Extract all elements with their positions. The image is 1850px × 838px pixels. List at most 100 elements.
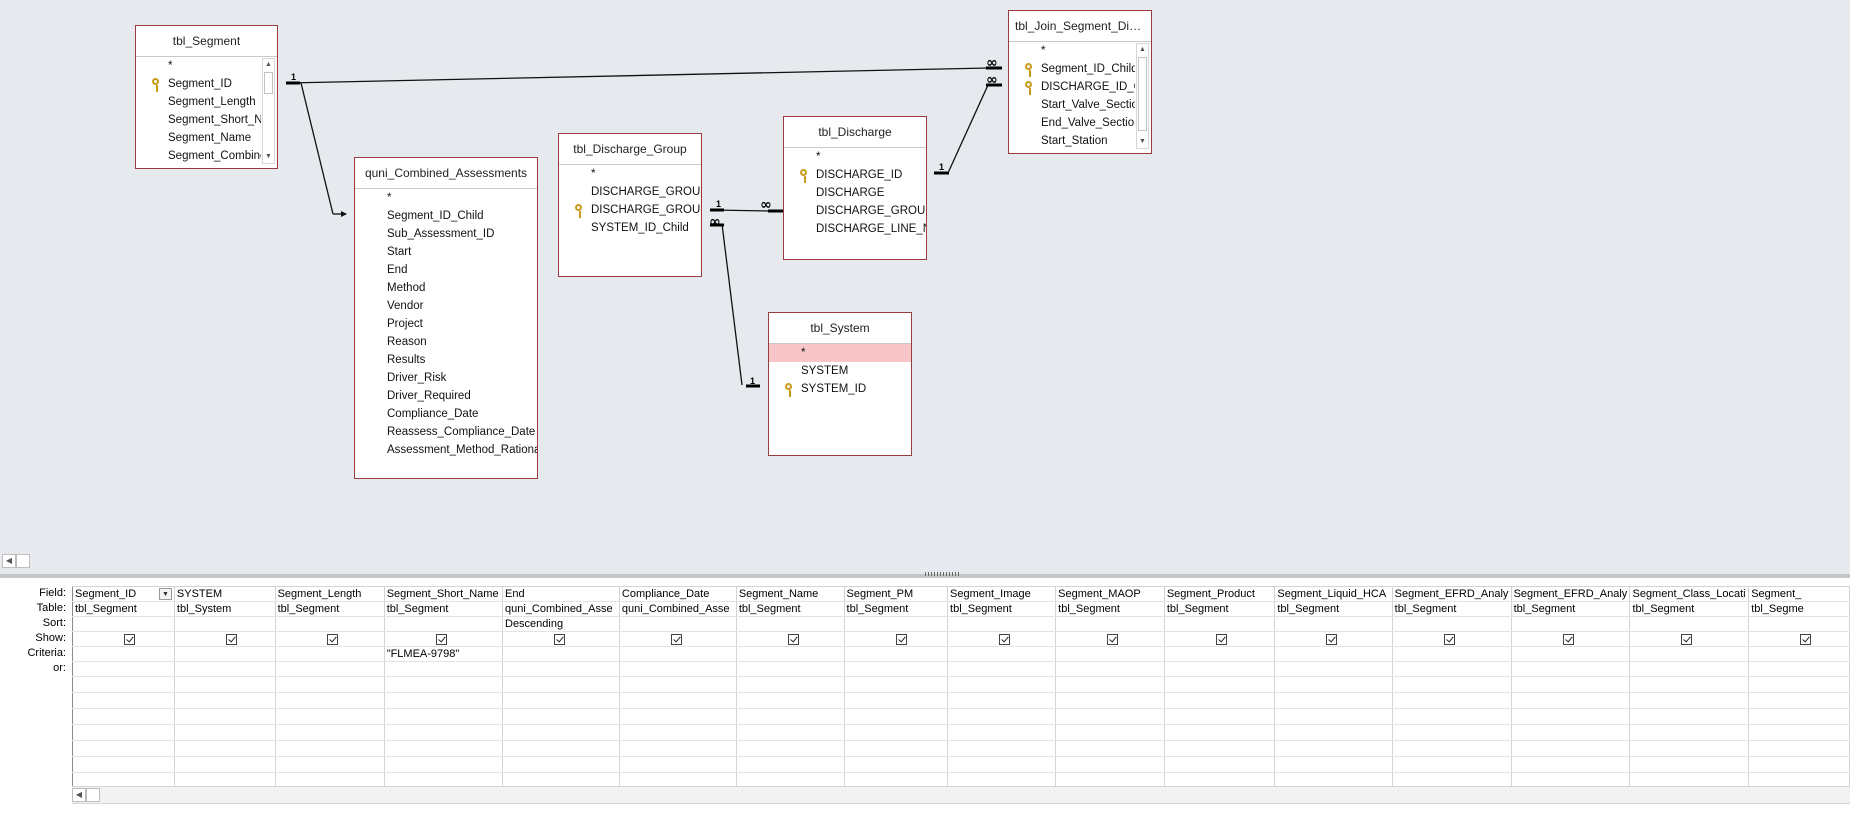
grid-cell-field[interactable]: Segment_Name (735, 586, 845, 602)
grid-cell-blank[interactable] (502, 724, 620, 741)
table-box-join-segment-discharge[interactable]: tbl_Join_Segment_Disc... * Segment_ID_Ch… (1008, 10, 1152, 154)
field-row[interactable]: DISCHARGE (816, 187, 885, 199)
grid-cell-blank[interactable] (383, 692, 504, 709)
show-checkbox[interactable] (124, 633, 135, 645)
grid-cell-table[interactable]: tbl_Segment (274, 601, 385, 617)
grid-cell-criteria[interactable] (1748, 646, 1850, 662)
grid-cell-show[interactable] (173, 631, 276, 647)
grid-cell-blank[interactable] (173, 724, 276, 741)
grid-cell-blank[interactable] (502, 756, 620, 773)
grid-cell-blank[interactable] (843, 740, 949, 757)
show-checkbox[interactable] (1562, 633, 1574, 645)
grid-cell-blank[interactable] (1391, 740, 1512, 757)
grid-cell-criteria[interactable] (1163, 646, 1276, 662)
splitter-grip-icon[interactable] (925, 572, 961, 576)
grid-cell-field[interactable]: Segment_MAOP (1055, 586, 1165, 602)
grid-cell-blank[interactable] (843, 724, 949, 741)
field-row[interactable]: DISCHARGE_GROUP_I (559, 201, 701, 219)
grid-cell-blank[interactable] (1391, 676, 1512, 693)
grid-cell-table[interactable]: tbl_Segment (1055, 601, 1165, 617)
grid-cell-blank[interactable] (947, 692, 1057, 709)
grid-cell-sort[interactable] (72, 616, 175, 632)
grid-cell-blank[interactable] (1055, 740, 1165, 757)
grid-cell-blank[interactable] (1510, 756, 1631, 773)
grid-cell-or[interactable] (72, 661, 175, 677)
grid-cell-blank[interactable] (1629, 756, 1750, 773)
grid-cell-or[interactable] (843, 661, 949, 677)
grid-horizontal-scrollbar[interactable]: ◀ (72, 786, 1850, 804)
grid-cell-or[interactable] (502, 661, 620, 677)
field-row[interactable]: * (387, 192, 392, 204)
grid-cell-blank[interactable] (1163, 676, 1276, 693)
grid-cell-blank[interactable] (1391, 692, 1512, 709)
grid-cell-criteria[interactable] (274, 646, 385, 662)
grid-cell-table[interactable]: tbl_Segment (1274, 601, 1393, 617)
grid-cell-blank[interactable] (1510, 676, 1631, 693)
grid-cell-blank[interactable] (274, 756, 385, 773)
grid-cell-sort[interactable] (947, 616, 1057, 632)
field-row[interactable]: DISCHARGE_GROUP (591, 186, 701, 198)
grid-cell-blank[interactable] (1055, 708, 1165, 725)
grid-cell-show[interactable] (383, 631, 504, 647)
grid-cell-blank[interactable] (1748, 740, 1850, 757)
table-title[interactable]: tbl_Discharge_Group (559, 134, 701, 165)
grid-cell-blank[interactable] (1629, 740, 1750, 757)
field-row[interactable]: SYSTEM_ID (769, 380, 911, 398)
grid-cell-blank[interactable] (735, 708, 845, 725)
grid-cell-blank[interactable] (274, 708, 385, 725)
show-checkbox[interactable] (1215, 633, 1227, 645)
grid-cell-blank[interactable] (843, 676, 949, 693)
grid-cell-criteria[interactable] (72, 646, 175, 662)
relationship-pane[interactable]: 1 1 1 1 ∞ ∞ ∞ ∞ tbl_Segment * Segment_ID… (0, 0, 1850, 574)
field-row[interactable]: Reason (387, 336, 427, 348)
grid-cell-or[interactable] (1391, 661, 1512, 677)
grid-cell-sort[interactable] (1510, 616, 1631, 632)
grid-cell-blank[interactable] (1510, 724, 1631, 741)
grid-cell-sort[interactable] (1748, 616, 1850, 632)
grid-cell-table[interactable]: tbl_Segme (1748, 601, 1850, 617)
grid-cell-blank[interactable] (618, 756, 737, 773)
grid-cell-show[interactable] (843, 631, 949, 647)
grid-cell-blank[interactable] (1748, 676, 1850, 693)
grid-cell-blank[interactable] (274, 724, 385, 741)
grid-cell-blank[interactable] (1510, 708, 1631, 725)
pane-splitter[interactable] (0, 574, 1850, 578)
grid-cell-blank[interactable] (1163, 724, 1276, 741)
field-row[interactable]: SYSTEM_ID_Child (591, 222, 689, 234)
grid-cell-or[interactable] (1510, 661, 1631, 677)
grid-cell-blank[interactable] (1391, 756, 1512, 773)
grid-cell-field[interactable]: Segment_EFRD_Analy (1510, 586, 1631, 602)
field-row[interactable]: Results (387, 354, 426, 366)
grid-cell-sort[interactable]: Descending (502, 616, 620, 632)
field-row[interactable]: Segment_Name (168, 132, 252, 144)
grid-cell-blank[interactable] (383, 756, 504, 773)
grid-cell-show[interactable] (735, 631, 845, 647)
show-checkbox[interactable] (1107, 633, 1119, 645)
grid-cell-show[interactable] (72, 631, 175, 647)
grid-cell-table[interactable]: tbl_Segment (1163, 601, 1276, 617)
field-row[interactable]: Segment_Combine (168, 150, 261, 162)
grid-cell-blank[interactable] (947, 740, 1057, 757)
grid-cell-show[interactable] (1274, 631, 1393, 647)
field-row[interactable]: Start_Valve_Sectio (1041, 99, 1135, 111)
grid-cell-table[interactable]: quni_Combined_Asse (618, 601, 737, 617)
grid-cell-blank[interactable] (274, 740, 385, 757)
grid-cell-field[interactable]: Segment_ID▼ (72, 586, 175, 602)
grid-cell-sort[interactable] (173, 616, 276, 632)
grid-cell-field[interactable]: Segment_ (1748, 586, 1850, 602)
show-checkbox[interactable] (225, 633, 237, 645)
grid-cell-or[interactable] (947, 661, 1057, 677)
field-row[interactable]: DISCHARGE_GROUP_I (816, 205, 926, 217)
grid-cell-criteria[interactable] (502, 646, 620, 662)
grid-cell-criteria[interactable] (735, 646, 845, 662)
grid-cell-or[interactable] (618, 661, 737, 677)
grid-cell-field[interactable]: Segment_Length (274, 586, 385, 602)
grid-cell-table[interactable]: tbl_Segment (735, 601, 845, 617)
field-row[interactable]: DISCHARGE_ID_Ch (1009, 78, 1135, 96)
grid-cell-or[interactable] (1274, 661, 1393, 677)
grid-cell-blank[interactable] (72, 740, 175, 757)
grid-cell-sort[interactable] (274, 616, 385, 632)
table-title[interactable]: tbl_Discharge (784, 117, 926, 148)
grid-cell-blank[interactable] (1629, 676, 1750, 693)
show-checkbox[interactable] (895, 633, 907, 645)
